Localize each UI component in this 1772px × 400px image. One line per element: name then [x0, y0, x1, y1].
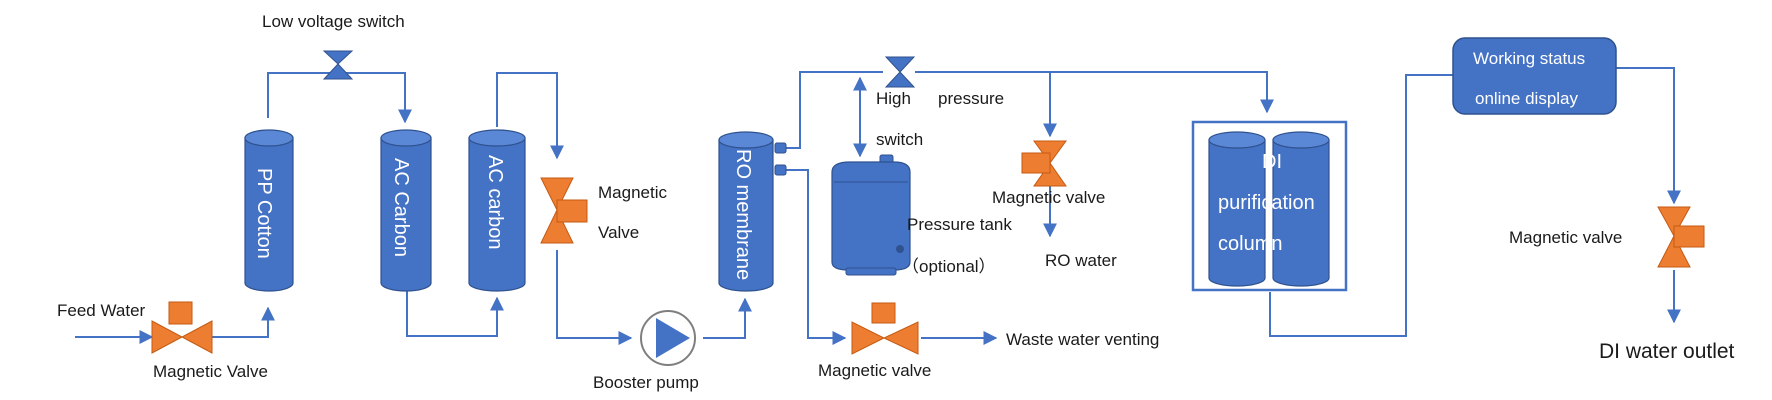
- di-purification-column: [1191, 120, 1348, 292]
- high-pressure-switch: [884, 56, 916, 88]
- valve-body-left: [851, 321, 886, 355]
- low-voltage-switch-label: Low voltage switch: [262, 12, 405, 31]
- pressure-tank-label: Pressure tank: [907, 215, 1012, 234]
- filter-top: [244, 129, 294, 147]
- pipe-to-pump: [556, 250, 633, 345]
- valve-body-right: [882, 321, 919, 355]
- inlet-valve-label: Magnetic Valve: [153, 362, 268, 381]
- mid-valve-label-2: Valve: [598, 223, 639, 242]
- pipe-to-di: [915, 71, 1274, 114]
- inlet-magnetic-valve: [151, 301, 213, 354]
- switch-upper-triangle: [884, 56, 916, 73]
- pipe-to-waste-valve: [786, 169, 847, 345]
- feed-water-label: Feed Water: [57, 301, 146, 320]
- switch-upper-triangle: [322, 50, 354, 65]
- valve-actuator: [168, 301, 193, 325]
- ro-port-bottom: [774, 164, 787, 176]
- di-label-2: purification: [1218, 192, 1315, 214]
- high-pressure-label-2: pressure: [938, 89, 1004, 108]
- di-label-1: DI: [1262, 151, 1282, 173]
- tank-body: [831, 161, 911, 271]
- ro-port-top: [774, 142, 787, 154]
- mid-magnetic-valve: [540, 177, 588, 244]
- membrane-top: [718, 131, 774, 149]
- di-cylinder-right: [1272, 139, 1330, 287]
- valve-body-bottom: [540, 208, 574, 244]
- mid-valve-label-1: Magnetic: [598, 183, 667, 202]
- pressure-tank: [831, 154, 911, 276]
- ac-carbon-filter-2: [468, 129, 526, 292]
- pipe-to-outlet-valve: [1616, 67, 1681, 205]
- booster-pump-label: Booster pump: [593, 373, 699, 392]
- outlet-magnetic-valve: [1657, 206, 1705, 268]
- valve-body-bottom: [1657, 234, 1691, 268]
- pump-arrow-icon: [656, 318, 690, 358]
- pipe-di-to-display: [1269, 74, 1453, 337]
- ro-membrane: [718, 131, 787, 292]
- valve-body-top: [1657, 206, 1691, 238]
- ac-carbon-1-label: AC Carbon: [390, 158, 412, 257]
- valve-body-top: [1033, 140, 1067, 164]
- valve-actuator: [1673, 225, 1705, 248]
- valve-body-top: [540, 177, 574, 212]
- outlet-valve-label: Magnetic valve: [1509, 228, 1622, 247]
- di-water-outlet-label: DI water outlet: [1599, 340, 1735, 363]
- waste-valve-label: Magnetic valve: [818, 361, 931, 380]
- pp-cotton-label: PP Cotton: [253, 168, 275, 259]
- waste-magnetic-valve: [851, 302, 919, 355]
- valve-actuator: [556, 199, 588, 223]
- display-box: [1452, 37, 1617, 115]
- ro-water-label: RO water: [1045, 251, 1117, 270]
- ac-carbon-2-label: AC carbon: [484, 155, 506, 250]
- pipe-to-ro: [703, 297, 752, 339]
- pipes: [75, 67, 1681, 345]
- status-label-1: Working status: [1473, 49, 1585, 68]
- tank-gauge: [896, 245, 904, 253]
- di-cylinder-left: [1208, 139, 1266, 287]
- filter-body: [380, 137, 432, 292]
- working-status-display: [1452, 37, 1617, 115]
- ro-valve-label: Magnetic valve: [992, 188, 1105, 207]
- valve-actuator: [1021, 152, 1051, 174]
- high-pressure-label-1: High: [876, 89, 911, 108]
- di-cylinder-right-top: [1272, 131, 1330, 149]
- valve-actuator: [871, 302, 896, 324]
- filter-top: [468, 129, 526, 147]
- switch-lower-triangle: [322, 63, 354, 80]
- di-label-3: column: [1218, 233, 1282, 255]
- tank-base: [845, 267, 897, 276]
- optional-label: （optional）: [902, 257, 996, 276]
- valve-body-left: [151, 320, 184, 354]
- pipe-low-voltage-loop: [267, 72, 412, 124]
- valve-body-bottom: [1033, 162, 1067, 187]
- low-voltage-switch: [322, 50, 354, 80]
- ac-carbon-filter-1: [380, 129, 432, 292]
- membrane-body: [718, 139, 774, 292]
- filter-body: [244, 137, 294, 292]
- filter-body: [468, 137, 526, 292]
- pipe-ro-to-hp-switch: [786, 71, 883, 149]
- ro-membrane-label: RO membrane: [732, 149, 754, 280]
- switch-lower-triangle: [884, 71, 916, 88]
- pipe-to-pp: [212, 306, 275, 338]
- status-label-2: online display: [1475, 89, 1579, 108]
- valve-body-right: [180, 320, 213, 354]
- di-cylinder-left-top: [1208, 131, 1266, 149]
- ro-water-magnetic-valve: [1021, 140, 1067, 187]
- high-pressure-label-3: switch: [876, 130, 923, 149]
- booster-pump: [640, 310, 696, 366]
- waste-water-label: Waste water venting: [1006, 330, 1159, 349]
- filter-top: [380, 129, 432, 147]
- pipe-to-mid-valve: [496, 72, 564, 160]
- pp-cotton-filter: [244, 129, 294, 292]
- pipe-ac-to-ac: [406, 287, 504, 337]
